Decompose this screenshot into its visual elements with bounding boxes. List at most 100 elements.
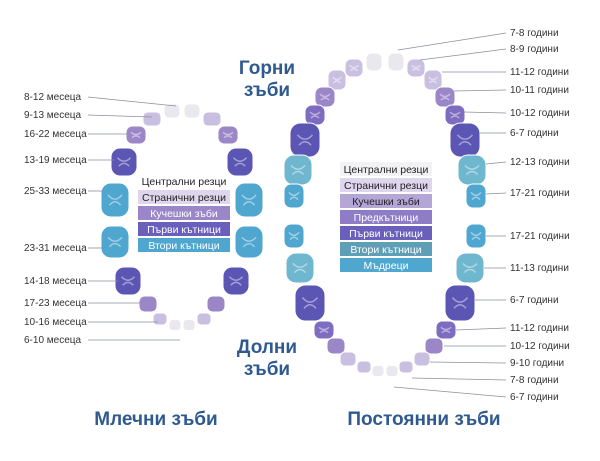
permanent-first-molar — [294, 284, 326, 322]
primary-central-incisor — [183, 103, 201, 119]
permanent-canine — [327, 69, 347, 91]
permanent-label: 11-12 години — [510, 67, 569, 78]
lower-teeth-title-line2: зъби — [244, 359, 290, 380]
primary-label: 8-12 месеца — [24, 92, 82, 103]
legend-swatch-lateral — [138, 190, 230, 204]
permanent-central-incisor — [387, 52, 405, 72]
legend-swatch-wisdom — [340, 258, 432, 272]
primary-first-molar — [114, 266, 142, 296]
permanent-second-premolar — [444, 104, 466, 126]
primary-canine — [125, 125, 147, 145]
permanent-second-molar — [285, 252, 315, 284]
legend-label: Мъдреци — [364, 260, 409, 272]
leader-line — [397, 32, 507, 51]
permanent-lateral-incisor — [344, 58, 364, 78]
primary-canine — [217, 125, 239, 145]
permanent-canine — [413, 351, 431, 367]
permanent-wisdom-tooth — [283, 223, 305, 249]
legend-label: Централни резци — [142, 176, 227, 188]
primary-first-molar — [226, 147, 254, 177]
leader-line — [87, 96, 177, 107]
primary-second-molar — [100, 182, 130, 218]
permanent-second-premolar — [304, 104, 326, 126]
leader-line — [429, 361, 507, 364]
permanent-wisdom-tooth — [465, 183, 487, 209]
primary-teeth-title: Млечни зъби — [94, 409, 217, 430]
primary-label: 14-18 месеца — [24, 276, 87, 287]
primary-canine — [206, 295, 226, 313]
permanent-first-premolar — [434, 86, 456, 108]
permanent-teeth-title: Постоянни зъби — [347, 409, 500, 430]
upper-teeth-title-line1: Горни — [239, 58, 295, 79]
permanent-upper-labels: 7-8 години 8-9 години 11-12 години 10-11… — [510, 28, 570, 199]
teeth-layer — [100, 52, 487, 377]
primary-lateral-incisor — [202, 111, 222, 127]
permanent-central-incisor — [365, 52, 383, 72]
permanent-lateral-incisor — [398, 360, 414, 374]
primary-upper-labels: 8-12 месеца 9-13 месеца 16-22 месеца 13-… — [24, 92, 87, 197]
primary-central-incisor — [168, 319, 182, 331]
primary-label: 10-16 месеца — [24, 317, 87, 328]
permanent-wisdom-tooth — [283, 183, 305, 209]
permanent-second-molar — [457, 154, 487, 186]
leader-line — [485, 192, 507, 195]
legend-label: Втори кътници — [350, 244, 421, 256]
leader-line — [393, 386, 507, 398]
lower-teeth-title-line1: Долни — [237, 337, 297, 358]
legend-label: Централни резци — [344, 164, 429, 176]
legend-label: Втори кътници — [148, 240, 219, 252]
legend-label: Предкътници — [354, 212, 419, 224]
primary-lateral-incisor — [196, 312, 212, 326]
primary-lower-labels: 23-31 месеца 14-18 месеца 17-23 месеца 1… — [24, 243, 87, 346]
leader-line — [453, 89, 507, 92]
permanent-label: 11-13 години — [510, 263, 569, 274]
primary-label: 9-13 месеца — [24, 110, 82, 121]
legend-swatch-central — [138, 174, 230, 188]
permanent-first-premolar — [326, 337, 346, 355]
primary-label: 6-10 месеца — [24, 335, 82, 346]
upper-teeth-title-line2: зъби — [244, 80, 290, 101]
primary-legend: Централни резци Странични резци Кучешки … — [138, 174, 230, 252]
permanent-lateral-incisor — [356, 360, 372, 374]
primary-lateral-incisor — [142, 111, 162, 127]
permanent-lateral-incisor — [406, 58, 426, 78]
permanent-label: 10-12 години — [510, 108, 570, 119]
permanent-legend: Централни резци Странични резци Кучешки … — [340, 162, 432, 272]
primary-label: 13-19 месеца — [24, 155, 87, 166]
permanent-label: 7-8 години — [510, 28, 559, 39]
legend-swatch-second-molar — [138, 238, 230, 252]
permanent-label: 12-13 години — [510, 157, 570, 168]
permanent-label: 6-7 години — [510, 392, 559, 403]
legend-swatch-lateral — [340, 178, 432, 192]
legend-label: Първи кътници — [349, 228, 423, 240]
primary-label: 16-22 месеца — [24, 129, 87, 140]
permanent-label: 10-12 години — [510, 341, 570, 352]
leader-line — [463, 111, 507, 114]
legend-swatch-first-molar — [138, 222, 230, 236]
permanent-first-premolar — [314, 86, 336, 108]
legend-label: Странични резци — [344, 180, 428, 192]
permanent-label: 6-7 години — [510, 128, 559, 139]
primary-second-molar — [234, 182, 264, 218]
leader-line — [411, 377, 507, 381]
primary-label: 17-23 месеца — [24, 298, 87, 309]
primary-central-incisor — [182, 319, 196, 331]
legend-label: Кучешки зъби — [352, 196, 420, 208]
legend-swatch-first-molar — [340, 226, 432, 240]
permanent-second-molar — [455, 252, 485, 284]
permanent-second-molar — [283, 154, 313, 186]
permanent-label: 9-10 години — [510, 358, 564, 369]
primary-second-molar — [100, 225, 130, 259]
permanent-second-premolar — [313, 320, 335, 340]
primary-central-incisor — [163, 103, 181, 119]
permanent-first-premolar — [424, 337, 444, 355]
permanent-label: 7-8 години — [510, 375, 559, 386]
leader-lines — [87, 32, 507, 398]
legend-label: Първи кътници — [147, 224, 221, 236]
permanent-second-premolar — [435, 320, 457, 340]
legend-label: Кучешки зъби — [150, 208, 218, 220]
leader-line — [87, 114, 153, 118]
leader-line — [485, 161, 507, 165]
